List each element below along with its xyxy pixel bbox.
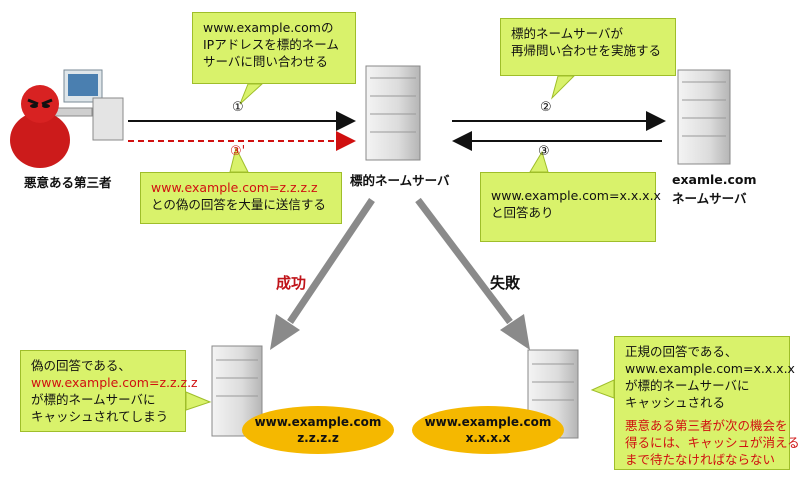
target-server-label: 標的ネームサーバ <box>350 173 450 188</box>
bubble-success-note: 偽の回答である、 www.example.com=z.z.z.z が標的ネームサ… <box>20 350 198 432</box>
bubble-fake-reply-text: との偽の回答を大量に送信する <box>151 197 326 212</box>
auth-server-label-line1: examle.com <box>672 172 757 187</box>
bubble-query-line3: サーバに問い合わせる <box>203 54 328 69</box>
bubble-failure-line5: 悪意ある第三者が次の機会を <box>625 418 788 433</box>
bubble-success-line1: 偽の回答である、 <box>31 358 131 373</box>
bubble-tail-success <box>185 391 212 411</box>
bubble-tail-query <box>239 83 264 105</box>
bubble-tail-failure <box>590 379 615 399</box>
bubble-recursive-line2: 再帰問い合わせを実施する <box>511 43 662 58</box>
cache-fake-ip: z.z.z.z <box>297 431 339 445</box>
bubble-recursive: 標的ネームサーバが 再帰問い合わせを実施する <box>500 18 676 76</box>
bubble-fake-reply-value: www.example.com=z.z.z.z <box>151 180 318 195</box>
cache-fake-text: www.example.com z.z.z.z <box>250 414 386 446</box>
bubble-success-line3: が標的ネームサーバに <box>31 392 156 407</box>
outcome-success: 成功 <box>276 274 307 292</box>
auth-server-icon <box>677 69 731 165</box>
attacker-icon <box>10 69 124 168</box>
bubble-real-reply-text: と回答あり <box>491 205 554 220</box>
bubble-failure-note: 正規の回答である、 www.example.com=x.x.x.x が標的ネーム… <box>614 336 800 470</box>
bubble-query-line1: www.example.comの <box>203 20 334 35</box>
cache-fake-domain: www.example.com <box>254 415 382 429</box>
arrow-failure <box>415 197 530 350</box>
bubble-fake-reply: www.example.com=z.z.z.z との偽の回答を大量に送信する <box>140 172 342 224</box>
attacker-label: 悪意ある第三者 <box>24 175 112 190</box>
bubble-success-line2: www.example.com=z.z.z.z <box>31 375 198 390</box>
bubble-real-reply-value: www.example.com=x.x.x.x <box>491 188 661 203</box>
cache-real-text: www.example.com x.x.x.x <box>420 414 556 446</box>
bubble-failure-line6: 得るには、キャッシュが消える <box>625 435 800 450</box>
bubble-query-line2: IPアドレスを標的ネーム <box>203 37 339 52</box>
bubble-success-line4: キャッシュされてしまう <box>31 409 169 424</box>
bubble-failure-line1: 正規の回答である、 <box>625 344 738 359</box>
bubble-failure-line4: キャッシュされる <box>625 395 726 410</box>
cache-oval-fake <box>242 406 394 454</box>
bubble-query: www.example.comの IPアドレスを標的ネーム サーバに問い合わせる <box>192 12 356 84</box>
step-3-label: ③ <box>538 144 550 159</box>
cache-oval-real <box>412 406 564 454</box>
outcome-failure: 失敗 <box>490 274 521 292</box>
target-server-icon <box>365 65 421 161</box>
auth-server-label-line2: ネームサーバ <box>672 191 747 206</box>
step-1-label: ① <box>232 100 244 115</box>
arrow-success <box>270 198 375 350</box>
bubble-recursive-line1: 標的ネームサーバが <box>511 26 624 41</box>
step-2-label: ② <box>540 100 552 115</box>
bubble-real-reply: www.example.com=x.x.x.x と回答あり <box>480 172 661 242</box>
bubble-failure-line3: が標的ネームサーバに <box>625 378 750 393</box>
cache-real-ip: x.x.x.x <box>465 431 511 445</box>
step-3-dash-label: ③' <box>230 144 246 159</box>
cache-real-domain: www.example.com <box>424 415 552 429</box>
bubble-tail-recursive <box>551 75 576 100</box>
bubble-failure-line2: www.example.com=x.x.x.x <box>625 361 795 376</box>
bubble-failure-line7: まで待たなければならない <box>625 452 776 467</box>
